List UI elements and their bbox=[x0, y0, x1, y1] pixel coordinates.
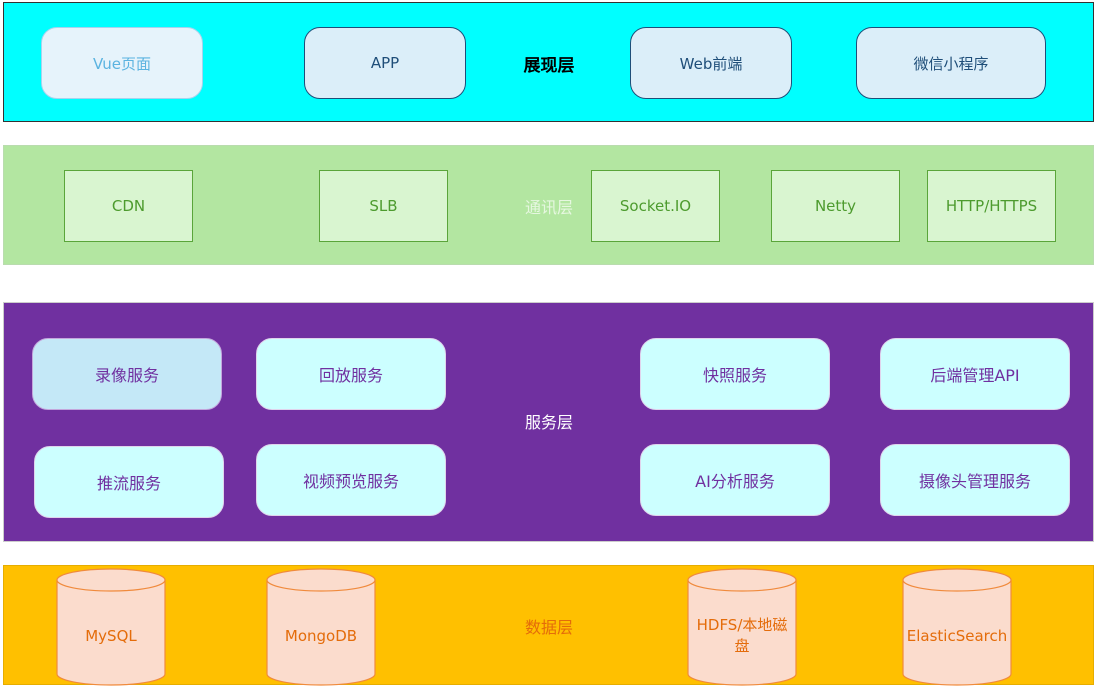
snapshot-service-box: 快照服务 bbox=[640, 338, 830, 410]
netty-box: Netty bbox=[771, 170, 900, 242]
video-preview-service-box: 视频预览服务 bbox=[256, 444, 446, 516]
mongodb-database: MongoDB bbox=[266, 568, 376, 686]
wechat-miniprogram-box: 微信小程序 bbox=[856, 27, 1046, 99]
data-layer: MySQL MongoDB 数据层 HDFS/本地磁盘 ElasticSearc… bbox=[3, 565, 1094, 686]
hdfs-local-disk-label: HDFS/本地磁盘 bbox=[696, 616, 788, 655]
database-cylinder-icon bbox=[56, 568, 166, 686]
slb-box: SLB bbox=[319, 170, 448, 242]
database-cylinder-icon bbox=[266, 568, 376, 686]
service-layer-title: 服务层 bbox=[524, 413, 573, 432]
playback-service-box: 回放服务 bbox=[256, 338, 446, 410]
push-stream-service-box: 推流服务 bbox=[34, 446, 224, 518]
data-layer-title: 数据层 bbox=[524, 618, 573, 637]
recording-service-box: 录像服务 bbox=[32, 338, 222, 410]
database-cylinder-icon bbox=[902, 568, 1012, 686]
socketio-box: Socket.IO bbox=[591, 170, 720, 242]
presentation-layer-title: 展现层 bbox=[523, 55, 575, 76]
communication-layer: CDN SLB 通讯层 Socket.IO Netty HTTP/HTTPS bbox=[3, 145, 1094, 265]
elasticsearch-label: ElasticSearch bbox=[906, 626, 1008, 645]
elasticsearch-database: ElasticSearch bbox=[902, 568, 1012, 686]
app-box: APP bbox=[304, 27, 466, 99]
database-cylinder-icon bbox=[687, 568, 797, 686]
hdfs-local-disk-database: HDFS/本地磁盘 bbox=[687, 568, 797, 686]
cdn-box: CDN bbox=[64, 170, 193, 242]
vue-page-box: Vue页面 bbox=[41, 27, 203, 99]
camera-management-service-box: 摄像头管理服务 bbox=[880, 444, 1070, 516]
web-frontend-box: Web前端 bbox=[630, 27, 792, 99]
backend-admin-api-box: 后端管理API bbox=[880, 338, 1070, 410]
mysql-database: MySQL bbox=[56, 568, 166, 686]
mysql-label: MySQL bbox=[85, 626, 137, 645]
service-layer: 录像服务 回放服务 快照服务 后端管理API 服务层 推流服务 视频预览服务 A… bbox=[3, 302, 1094, 542]
ai-analysis-service-box: AI分析服务 bbox=[640, 444, 830, 516]
mongodb-label: MongoDB bbox=[284, 626, 358, 645]
communication-layer-title: 通讯层 bbox=[524, 198, 573, 217]
http-https-box: HTTP/HTTPS bbox=[927, 170, 1056, 242]
presentation-layer: Vue页面 APP 展现层 Web前端 微信小程序 bbox=[3, 2, 1094, 122]
